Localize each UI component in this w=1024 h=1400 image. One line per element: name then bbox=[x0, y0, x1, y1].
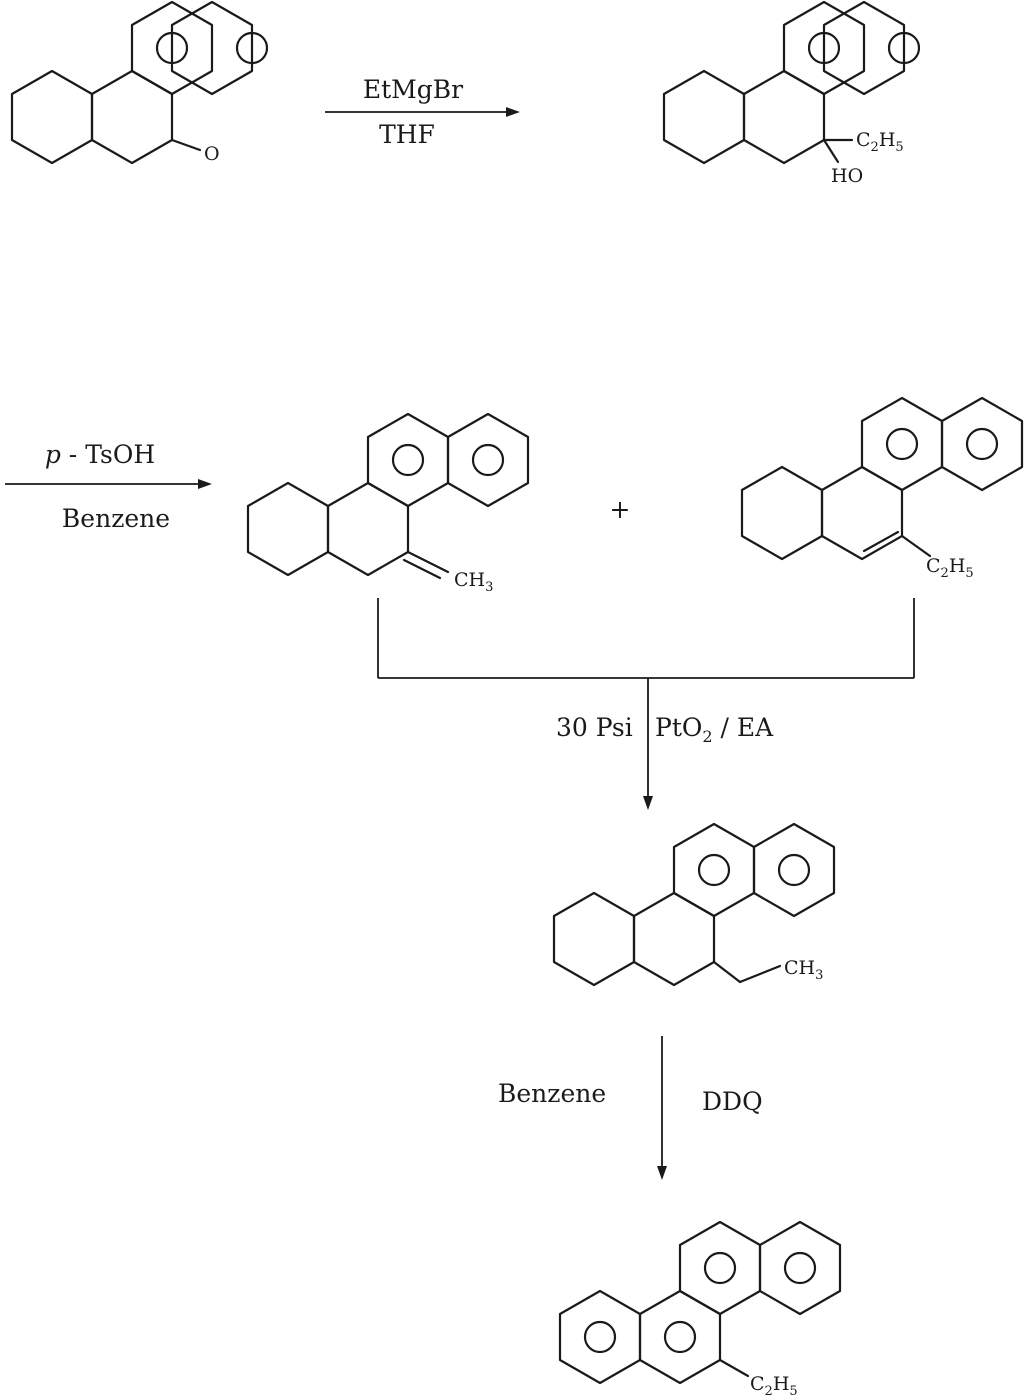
solvent-thf: THF bbox=[379, 120, 435, 149]
pressure-30psi: 30 Psi bbox=[556, 713, 633, 742]
compound-exo-alkene: CH3 bbox=[246, 412, 530, 595]
catalyst-pto2-ea: PtO2 / EA bbox=[655, 713, 774, 746]
plus-sign: + bbox=[610, 495, 631, 524]
hydroxyl-label: HO bbox=[831, 165, 863, 187]
reagent-ddq: DDQ bbox=[702, 1087, 763, 1116]
solvent-benzene-ddq: Benzene bbox=[498, 1079, 606, 1108]
ethyl-label-endo: C2H5 bbox=[926, 555, 974, 581]
compound-ethylchrysene: C2H5 bbox=[558, 1220, 842, 1399]
methyl-label-exo: CH3 bbox=[454, 569, 493, 595]
ethyl-label-alcohol: C2H5 bbox=[856, 129, 904, 155]
compound-endo-alkene: C2H5 bbox=[740, 396, 1024, 581]
arrow-aromatization: Benzene DDQ bbox=[498, 1036, 763, 1180]
solvent-benzene-dehydration: Benzene bbox=[62, 504, 170, 533]
arrow-dehydration: p - TsOH Benzene bbox=[5, 440, 212, 533]
compound-alcohol: C2H5 HO bbox=[662, 0, 921, 187]
reagent-ptsoh: p - TsOH bbox=[45, 440, 155, 469]
arrow-hydrogenation: 30 Psi PtO2 / EA bbox=[377, 598, 915, 810]
compound-ketone: O bbox=[10, 0, 269, 165]
methyl-label-saturated: CH3 bbox=[784, 957, 823, 983]
ethyl-label-product: C2H5 bbox=[750, 1373, 798, 1399]
compound-ethyl-saturated: CH3 bbox=[552, 822, 836, 987]
arrow-grignard: EtMgBr THF bbox=[325, 75, 520, 149]
reagent-etmgbr: EtMgBr bbox=[363, 75, 463, 104]
ketone-oxygen-label: O bbox=[204, 143, 220, 165]
